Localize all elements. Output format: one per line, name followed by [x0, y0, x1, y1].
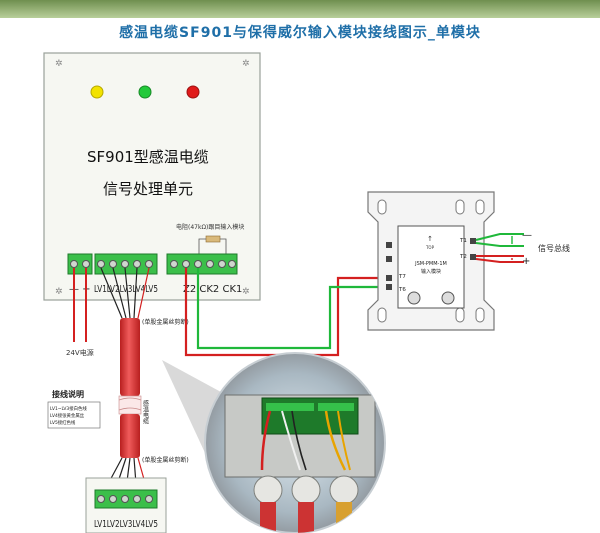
heat-sensing-cable: 感温电缆 (单股金属丝剪断) (单股金属丝剪断) [118, 318, 189, 464]
magnified-junction-box [204, 352, 386, 533]
notes-line-2: LV4接张黄金属丝 [50, 412, 85, 419]
module-connection-wires [184, 268, 386, 357]
lv-wires-top [100, 267, 150, 319]
bottom-lv-labels: LV1LV2LV3LV4LV5 [94, 519, 158, 530]
led-green [138, 85, 152, 99]
resistor-icon [205, 235, 221, 243]
wiring-notes: 接线说明 LV1~LV3接白色线 LV4接张黄金属丝 LV5接红色线 [47, 389, 101, 429]
resistor-label: 电阻(47kΩ)跟目输入模块 [176, 223, 244, 231]
top-label: TOP [425, 245, 435, 250]
processor-name: SF901型感温电缆 [87, 148, 209, 166]
shield-cut-bottom-label: (单股金属丝剪断) [142, 456, 189, 464]
terminal-block-output [166, 253, 238, 275]
terminal-t6-label: T6 [398, 287, 406, 293]
corner-screw-icon: ✲ [55, 287, 63, 297]
processor-subtitle: 信号处理单元 [103, 180, 193, 198]
power-label: 24V电源 [66, 348, 94, 357]
terminal-t7-label: T7 [398, 274, 406, 280]
shield-cut-top-label: (单股金属丝剪断) [142, 318, 189, 326]
up-arrow-icon: ↑ [427, 235, 433, 243]
output-terminal-labels: Z2 CK2 CK1 [183, 284, 242, 295]
bottom-terminal-box: LV1LV2LV3LV4LV5 [85, 477, 167, 533]
input-module: ↑ TOP JSM-PMM-1M 输入模块 T1 T2 T7 T6 [367, 191, 495, 331]
terminal-block-power [67, 253, 93, 275]
bus-plus: + [522, 256, 530, 267]
corner-screw-icon: ✲ [242, 59, 250, 69]
module-model: JSM-PMM-1M [414, 261, 447, 267]
page-title: 感温电缆SF901与保得威尔输入模块接线图示_单模块 [119, 25, 481, 41]
terminal-t1-label: T1 [459, 238, 467, 244]
corner-screw-icon: ✲ [55, 59, 63, 69]
led-yellow [90, 85, 104, 99]
signal-bus-label: 信号总线 [538, 243, 570, 253]
terminal-block-lv [94, 253, 158, 275]
notes-line-3: LV5接红色线 [50, 419, 76, 426]
cable-middle-label: 感温电缆 [142, 399, 149, 425]
power-terminal-labels: — + [69, 284, 91, 295]
led-red [186, 85, 200, 99]
terminal-t2-label: T2 [459, 254, 467, 260]
notes-heading: 接线说明 [52, 389, 84, 399]
bus-minus: — [522, 230, 532, 241]
notes-line-1: LV1~LV3接白色线 [50, 405, 87, 412]
header-band [0, 0, 600, 18]
lv-terminal-labels: LV1LV2LV3LV4LV5 [94, 284, 158, 295]
signal-bus-wires [475, 233, 524, 263]
module-type: 输入模块 [421, 268, 441, 275]
power-wires: 24V电源 [66, 268, 94, 357]
corner-screw-icon: ✲ [242, 287, 250, 297]
signal-processor-box: ✲ ✲ ✲ ✲ SF901型感温电缆 信号处理单元 电阻(47kΩ)跟目输入模块 [43, 52, 261, 301]
